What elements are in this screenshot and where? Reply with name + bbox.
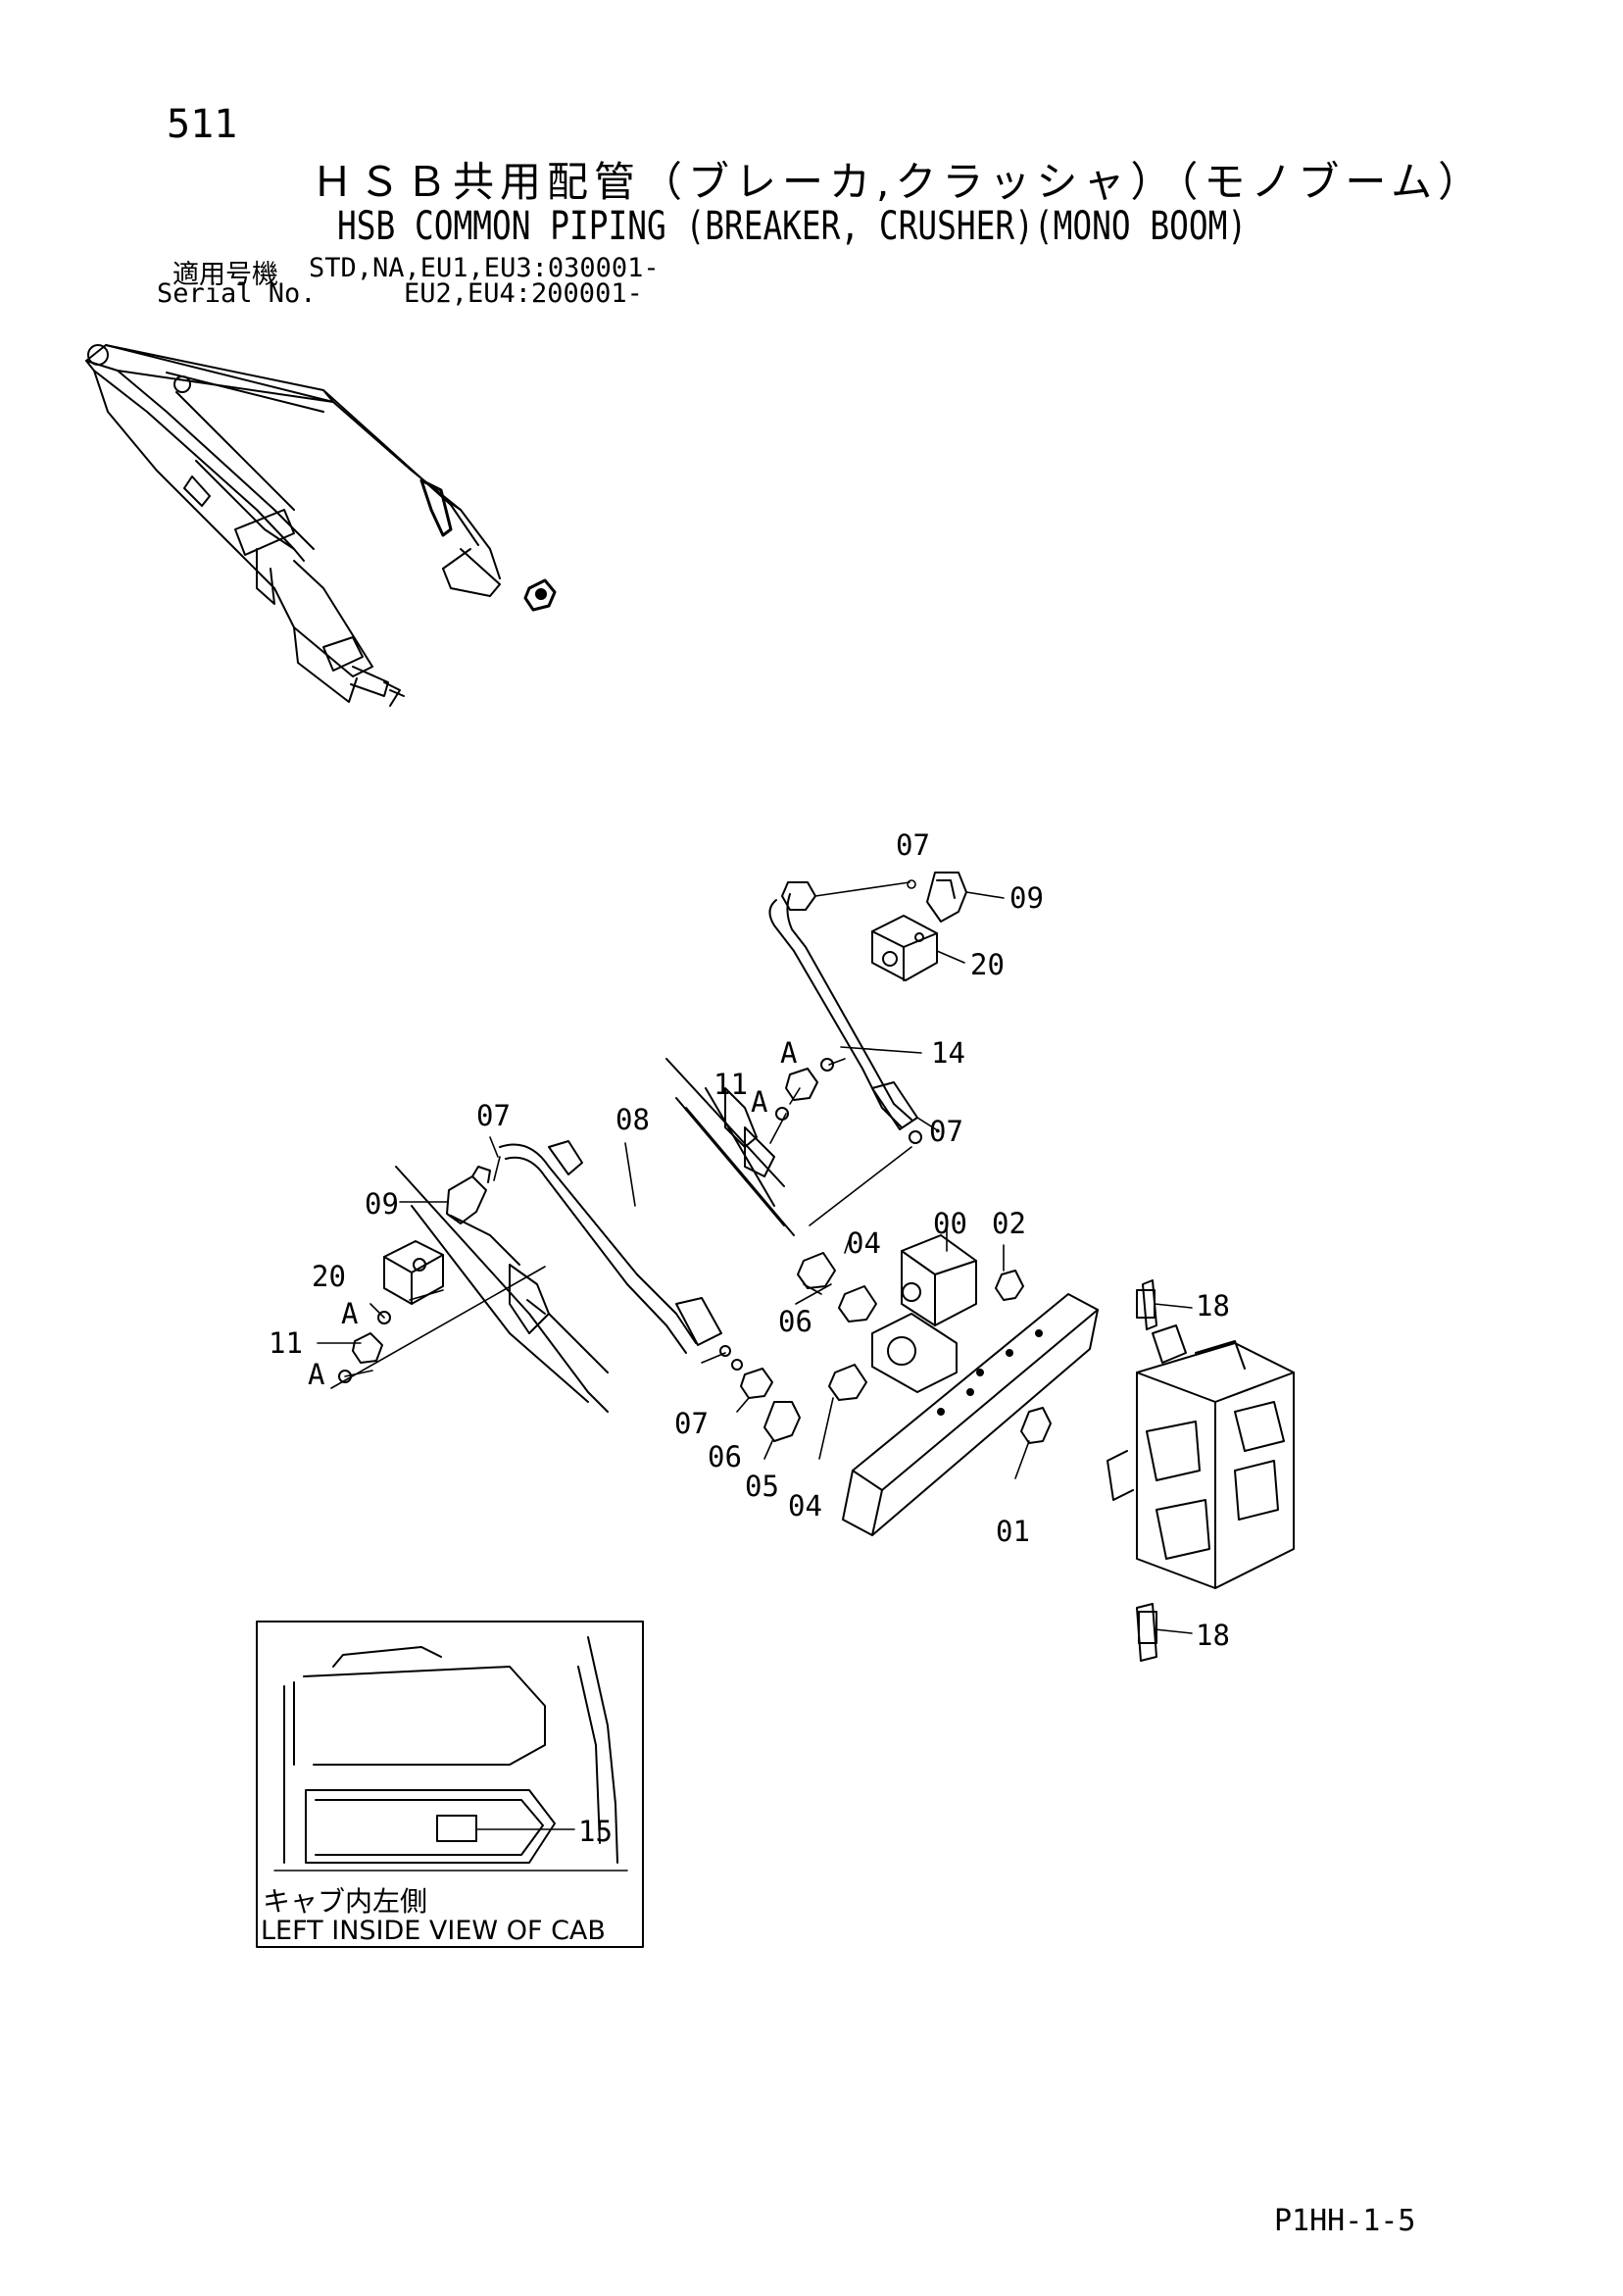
block-20-top — [871, 915, 938, 981]
title-japanese: ＨＳＢ共用配管（ブレーカ,クラッシャ）（モノブーム） — [312, 158, 1486, 206]
callout-20-left: 20 — [312, 1260, 346, 1293]
callout-09-top: 09 — [1009, 881, 1044, 915]
serial-range-2: EU2,EU4:200001- — [404, 278, 643, 309]
cab-inset-view — [256, 1621, 644, 1948]
hose-14 — [768, 881, 918, 1130]
boom-overview-illustration — [85, 344, 557, 707]
callout-04-bottom: 04 — [788, 1489, 822, 1522]
callout-a-top-2: A — [751, 1085, 767, 1119]
page-number: 511 — [167, 102, 238, 147]
hose-08 — [499, 1140, 722, 1354]
callout-15: 15 — [578, 1815, 613, 1848]
callout-a-top-1: A — [780, 1036, 797, 1070]
callout-02: 02 — [992, 1207, 1026, 1240]
fitting-18-bottom — [1138, 1611, 1157, 1644]
callout-05: 05 — [745, 1470, 779, 1503]
elbow-fitting-09-left — [446, 1166, 491, 1224]
callout-07-top: 07 — [896, 828, 930, 862]
callout-06-bottom: 06 — [708, 1440, 742, 1473]
callout-01: 01 — [996, 1515, 1030, 1548]
callout-a-left-1: A — [341, 1297, 358, 1330]
title-english: HSB COMMON PIPING (BREAKER, CRUSHER)(MON… — [337, 204, 1248, 249]
inset-label-english: LEFT INSIDE VIEW OF CAB — [261, 1916, 606, 1946]
drawing-code: P1HH-1-5 — [1274, 2204, 1416, 2238]
callout-07-left: 07 — [476, 1099, 511, 1132]
callout-14: 14 — [931, 1036, 965, 1070]
callout-20-top: 20 — [970, 948, 1005, 981]
inset-label-japanese: キャブ内左側 — [263, 1885, 428, 1918]
callout-18-bottom: 18 — [1196, 1619, 1230, 1652]
callout-08: 08 — [615, 1103, 650, 1136]
callout-06-upper: 06 — [778, 1305, 812, 1338]
valve-00-assembly — [842, 1234, 1099, 1536]
callout-00: 00 — [933, 1207, 967, 1240]
callout-09-left: 09 — [365, 1187, 399, 1221]
elbow-fitting-09-top — [926, 872, 967, 923]
fitting-18-top — [1136, 1289, 1156, 1319]
callout-a-left-2: A — [308, 1358, 324, 1391]
serial-range-1: STD,NA,EU1,EU3:030001- — [309, 253, 660, 283]
callout-07-bottom: 07 — [674, 1407, 709, 1440]
callout-11-top: 11 — [713, 1068, 748, 1101]
boom-structure-lines — [395, 1058, 795, 1413]
callout-04-upper: 04 — [847, 1226, 881, 1260]
leader-lines — [317, 879, 1193, 1634]
callout-07-mid-right: 07 — [929, 1115, 963, 1148]
serial-label-english: Serial No. — [157, 278, 317, 309]
control-valve-body — [1107, 1279, 1295, 1662]
callout-11-left: 11 — [269, 1326, 303, 1360]
block-20-left — [383, 1240, 444, 1305]
serial-label-japanese: 適用号機 — [172, 260, 278, 290]
fittings-cluster — [719, 1130, 1024, 1442]
callout-labels: 07 09 20 A 14 11 A 07 07 08 00 02 04 09 … — [269, 828, 1230, 1848]
callout-18-top: 18 — [1196, 1289, 1230, 1323]
